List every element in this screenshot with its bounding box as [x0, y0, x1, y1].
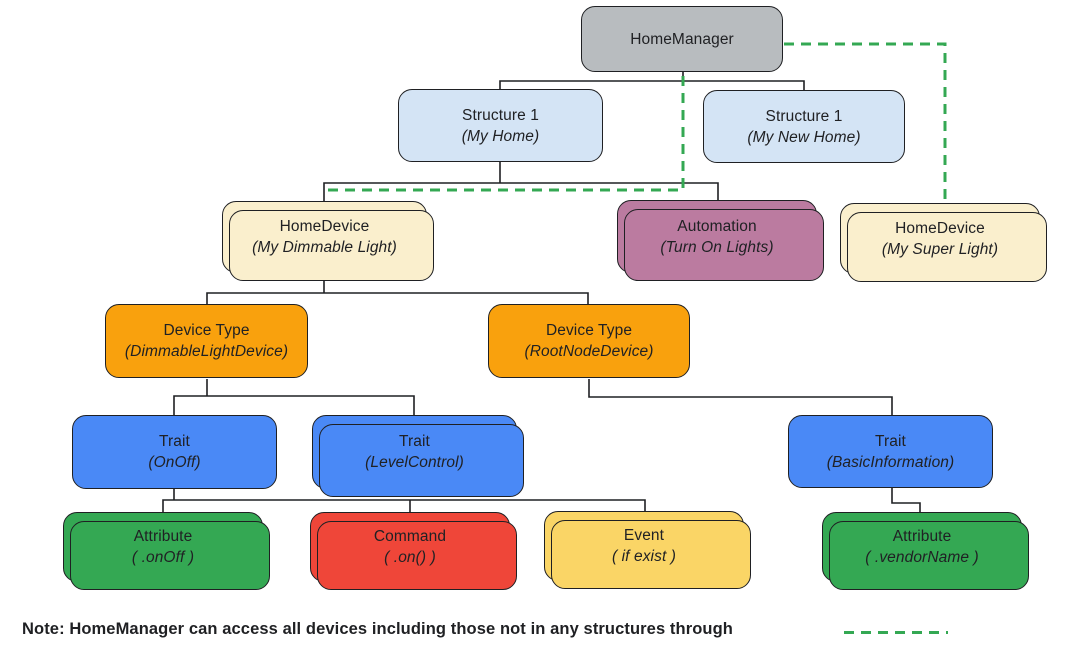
node-command-on: Command ( .on() ): [310, 512, 517, 590]
node-title: Trait: [399, 433, 430, 450]
node-trait-basicinformation: Trait (BasicInformation): [788, 415, 993, 488]
node-structure-my-home: Structure 1 (My Home): [398, 89, 603, 162]
node-title: HomeManager: [630, 30, 734, 48]
node-title: Structure 1: [765, 107, 843, 125]
node-subtitle: ( .vendorName ): [865, 549, 979, 566]
node-subtitle: (DimmableLightDevice): [124, 343, 289, 360]
connector-basicinfo-attribute: [891, 488, 921, 512]
node-subtitle: (My New Home): [747, 128, 861, 146]
node-subtitle: (OnOff): [148, 454, 201, 471]
node-title: Device Type: [545, 322, 633, 339]
node-subtitle: ( if exist ): [611, 548, 677, 565]
node-attribute-vendorname: Attribute ( .vendorName ): [822, 512, 1029, 590]
node-devicetype-dimmablelightdevice: Device Type (DimmableLightDevice): [105, 304, 308, 378]
connector-trait-children: [162, 489, 646, 512]
connector-homemanager-structures: [499, 72, 805, 90]
node-subtitle: (RootNodeDevice): [524, 343, 654, 360]
node-trait-levelcontrol: Trait (LevelControl): [312, 415, 524, 497]
node-structure-my-new-home: Structure 1 (My New Home): [703, 90, 905, 163]
node-title: Attribute: [133, 528, 193, 545]
node-title: HomeDevice: [279, 218, 370, 235]
node-title: Structure 1: [462, 106, 539, 124]
node-attribute-onoff: Attribute ( .onOff ): [63, 512, 270, 590]
node-subtitle: (Turn On Lights): [660, 238, 774, 256]
node-subtitle: (My Dimmable Light): [252, 239, 397, 256]
node-subtitle: (My Super Light): [881, 240, 999, 258]
node-title: Attribute: [892, 528, 952, 545]
node-title: Device Type: [163, 322, 250, 339]
note-dash-legend-line: [844, 631, 948, 635]
node-trait-onoff: Trait (OnOff): [72, 415, 277, 489]
dashed-line-to-my-super-light: [784, 42, 947, 203]
connector-homedevice-devicetypes: [206, 281, 589, 304]
node-subtitle: ( .onOff ): [131, 549, 195, 566]
note-text: Note: HomeManager can access all devices…: [22, 620, 733, 638]
node-title: Automation: [677, 217, 757, 235]
node-title: Trait: [159, 433, 190, 450]
connector-structure-children: [323, 162, 719, 201]
node-title: Trait: [875, 432, 906, 450]
node-title: Event: [623, 527, 665, 544]
node-devicetype-rootnodedevice: Device Type (RootNodeDevice): [488, 304, 690, 378]
node-title: HomeDevice: [895, 219, 985, 237]
node-event-if-exist: Event ( if exist ): [544, 511, 751, 589]
node-subtitle: (LevelControl): [365, 454, 464, 471]
node-subtitle: (My Home): [461, 127, 540, 145]
node-subtitle: (BasicInformation): [826, 453, 955, 471]
node-homedevice-my-dimmable-light: HomeDevice (My Dimmable Light): [222, 201, 434, 281]
node-homedevice-my-super-light: HomeDevice (My Super Light): [840, 203, 1047, 282]
connector-devicetype2-trait: [588, 379, 893, 415]
node-automation-turn-on-lights: Automation (Turn On Lights): [617, 200, 824, 281]
connector-devicetype1-traits: [173, 379, 415, 415]
dashed-line-to-my-dimmable-light: [326, 76, 685, 192]
node-subtitle: ( .on() ): [384, 549, 436, 566]
node-homemanager: HomeManager: [581, 6, 783, 72]
node-title: Command: [373, 528, 447, 545]
